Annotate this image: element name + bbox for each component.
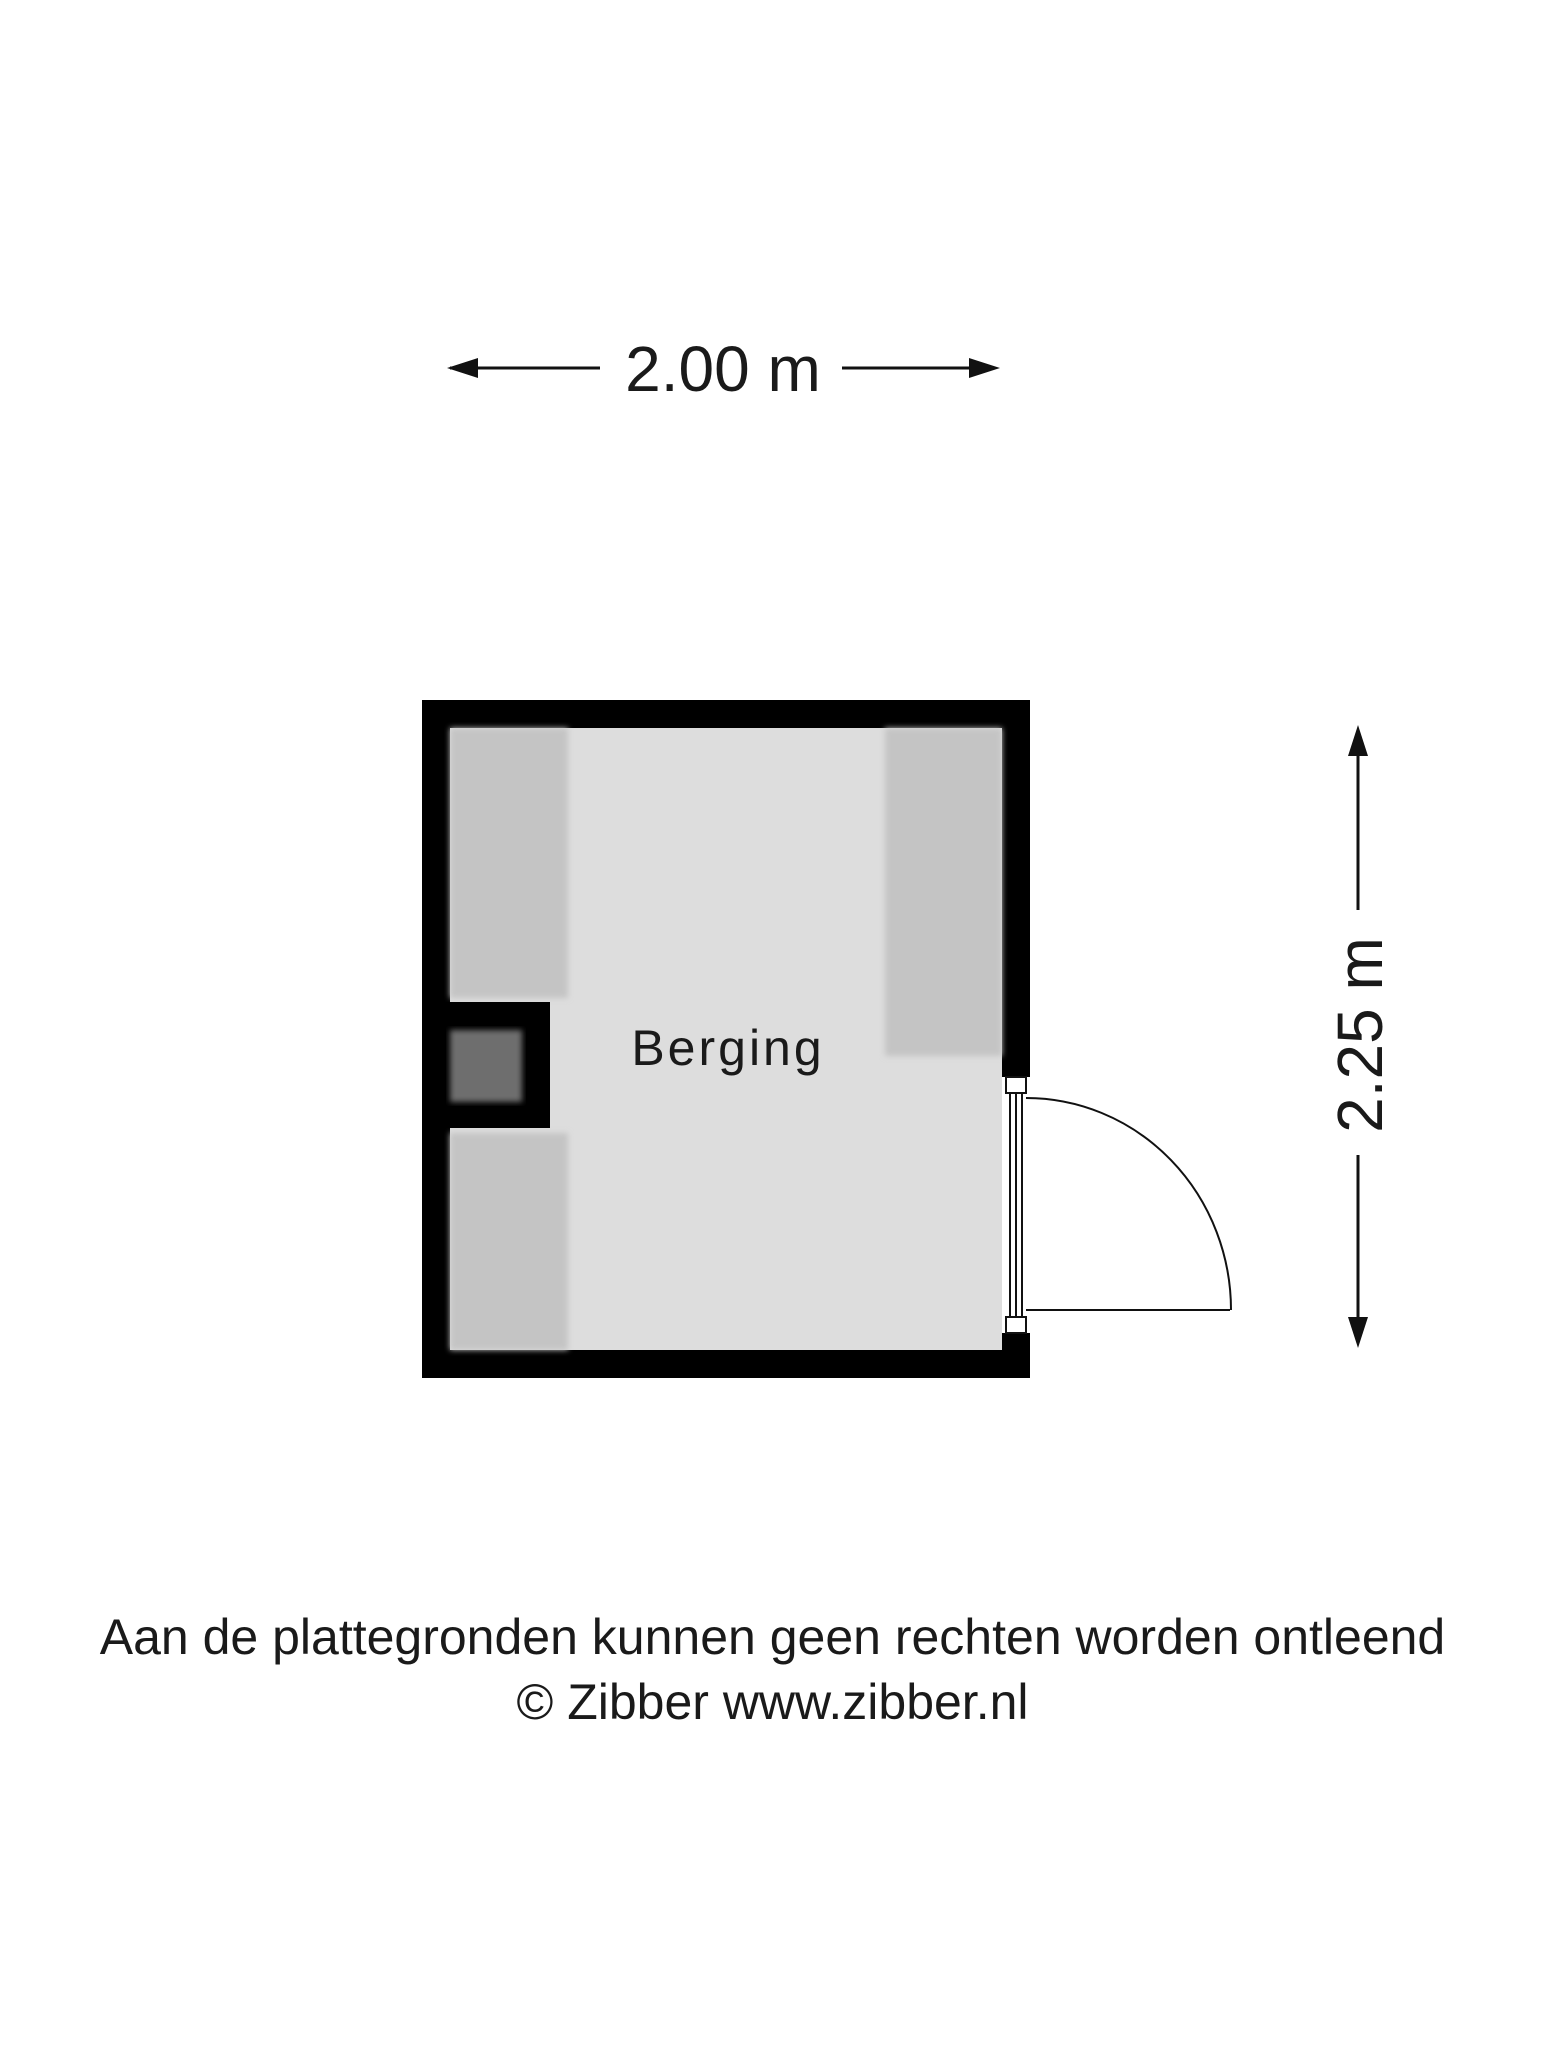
copyright-text: © Zibber www.zibber.nl xyxy=(516,1674,1029,1730)
width-dimension: 2.00 m xyxy=(447,333,1000,405)
shaft-inner xyxy=(450,1030,522,1102)
disclaimer-text: Aan de plattegronden kunnen geen rechten… xyxy=(99,1609,1446,1665)
width-arrowhead-left-icon xyxy=(447,358,478,378)
cabinet-bottom-left xyxy=(450,1133,568,1350)
room-label: Berging xyxy=(631,1020,824,1076)
width-arrowhead-right-icon xyxy=(969,358,1000,378)
door-swing-arc xyxy=(1025,1097,1232,1311)
width-label: 2.00 m xyxy=(625,333,821,405)
cabinet-top-right xyxy=(885,728,1002,1056)
height-arrowhead-bottom-icon xyxy=(1348,1317,1368,1348)
height-arrowhead-top-icon xyxy=(1348,725,1368,756)
door-frame-bottom xyxy=(1005,1316,1027,1334)
height-label: 2.25 m xyxy=(1324,937,1396,1133)
cabinet-top-left xyxy=(450,728,568,998)
door-frame-top xyxy=(1005,1076,1027,1094)
height-dimension: 2.25 m xyxy=(1324,725,1396,1348)
room-berging: Berging xyxy=(422,700,1232,1378)
